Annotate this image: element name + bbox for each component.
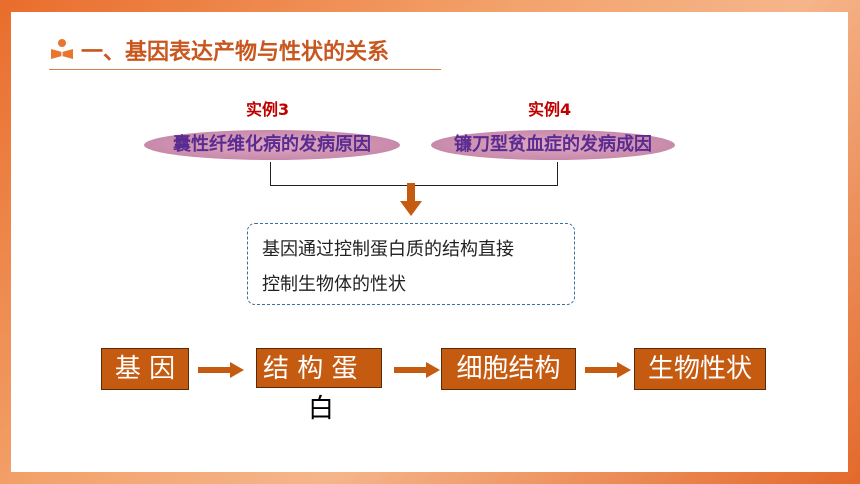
conclusion-line-1: 基因通过控制蛋白质的结构直接 xyxy=(262,239,514,260)
section-title: 一、基因表达产物与性状的关系 xyxy=(81,40,390,65)
protein-node: 结 构 蛋 xyxy=(256,348,382,388)
reading-person-icon xyxy=(51,39,73,59)
case-3-title: 囊性纤维化病的发病原因 xyxy=(144,130,400,160)
trait-node: 生物性状 xyxy=(634,348,766,390)
case-4-label: 实例4 xyxy=(528,100,572,119)
slide: 一、基因表达产物与性状的关系 实例3 实例4 囊性纤维化病的发病原因 镰刀型贫血… xyxy=(11,12,848,472)
case-3-label: 实例3 xyxy=(246,100,290,119)
conclusion-box: 基因通过控制蛋白质的结构直接 控制生物体的性状 xyxy=(247,223,575,305)
conclusion-line-2: 控制生物体的性状 xyxy=(262,274,406,295)
arrow-right-icon xyxy=(198,362,244,378)
title-underline xyxy=(49,69,441,70)
case-4-title: 镰刀型贫血症的发病成因 xyxy=(431,130,675,160)
cell-structure-node: 细胞结构 xyxy=(441,348,576,390)
gene-node: 基 因 xyxy=(101,348,189,390)
arrow-right-icon xyxy=(394,362,440,378)
protein-node-overflow: 白 xyxy=(308,394,335,424)
arrow-down-icon xyxy=(400,183,422,216)
arrow-right-icon xyxy=(585,362,631,378)
section-header: 一、基因表达产物与性状的关系 xyxy=(49,30,441,70)
